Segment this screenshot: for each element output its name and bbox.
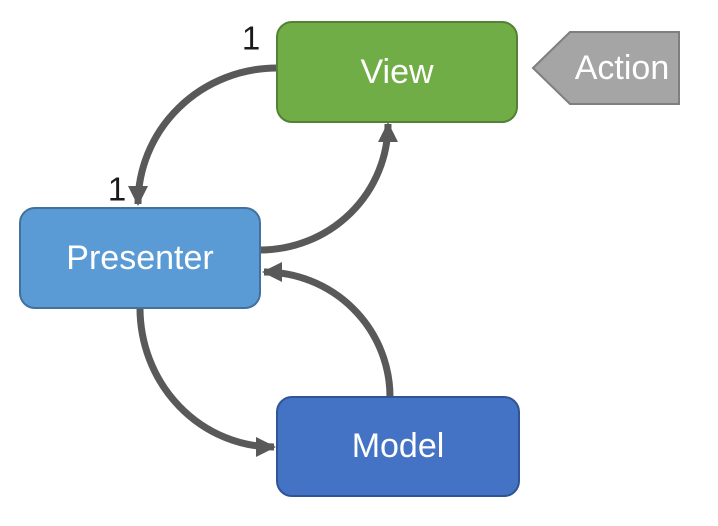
edge-view-to-presenter	[128, 64, 278, 206]
action-pointer-shape	[531, 31, 680, 105]
cardinality-label-view-end: 1	[242, 20, 260, 57]
edge-presenter-to-model	[136, 307, 276, 457]
edge-presenter-to-view	[259, 122, 398, 254]
model-node	[276, 396, 520, 497]
presenter-node-label: Presenter	[66, 239, 213, 277]
action-pointer-label: Action	[575, 49, 670, 87]
cardinality-label-presenter-end: 1	[108, 171, 126, 208]
view-node	[276, 21, 518, 123]
edge-model-to-presenter	[262, 262, 394, 398]
presenter-node	[19, 207, 261, 309]
model-node-label: Model	[352, 427, 445, 465]
view-node-label: View	[360, 53, 434, 91]
